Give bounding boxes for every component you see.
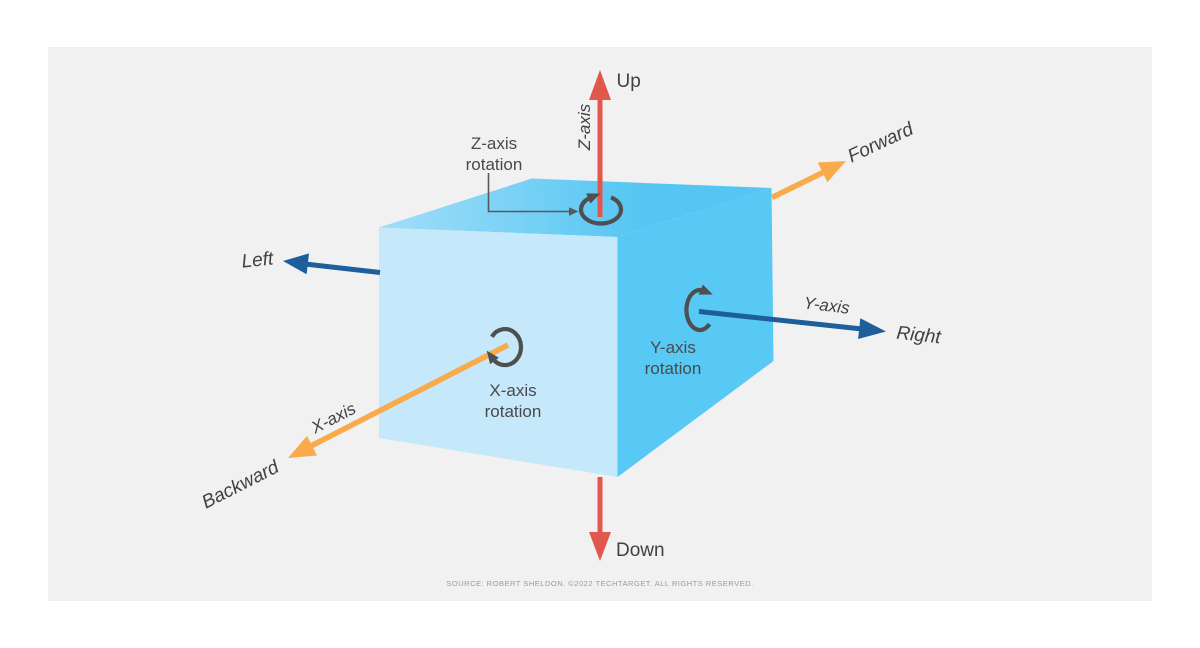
y-rotation-icon (684, 284, 713, 333)
z-axis-label: Z-axis (575, 103, 594, 151)
left-label: Left (241, 248, 275, 272)
y-rotation-label: Y-axis rotation (645, 338, 702, 378)
leader-line (487, 173, 569, 213)
up-arrowhead (589, 70, 611, 100)
x-rotation-label-line2: rotation (485, 402, 542, 421)
z-rotation-label: Z-axis rotation (466, 134, 523, 174)
backward-arrow-shaft (308, 342, 510, 449)
backward-arrowhead (288, 435, 317, 458)
x-axis-arrows (288, 161, 846, 458)
down-label: Down (616, 540, 665, 561)
forward-arrowhead (817, 161, 846, 183)
leader-arrowhead (569, 207, 579, 216)
down-arrowhead (589, 532, 611, 561)
right-label: Right (895, 323, 942, 349)
right-arrowhead (858, 318, 886, 339)
y-axis-arrows (283, 253, 886, 339)
left-arrowhead (283, 253, 309, 275)
y-rotation-label-line1: Y-axis (650, 338, 696, 357)
x-rotation-label: X-axis rotation (485, 381, 542, 421)
cube-right-face (617, 188, 774, 477)
forward-arrow-shaft (770, 169, 827, 200)
z-rotation-label-line2: rotation (466, 155, 523, 174)
up-label: Up (617, 71, 641, 92)
z-rotation-icon (578, 193, 624, 226)
x-rotation-label-line1: X-axis (489, 381, 536, 400)
rotation-icons (486, 193, 713, 368)
x-rotation-icon (486, 326, 524, 368)
y-rotation-label-line2: rotation (645, 359, 702, 378)
cube-top-face (379, 178, 772, 237)
right-arrow-shaft (698, 309, 863, 332)
z-rotation-label-line1: Z-axis (471, 134, 517, 153)
source-attribution: SOURCE: ROBERT SHELDON. ©2022 TECHTARGET… (446, 579, 753, 588)
z-rotation-leader (487, 173, 579, 216)
left-arrow-shaft (304, 261, 381, 275)
